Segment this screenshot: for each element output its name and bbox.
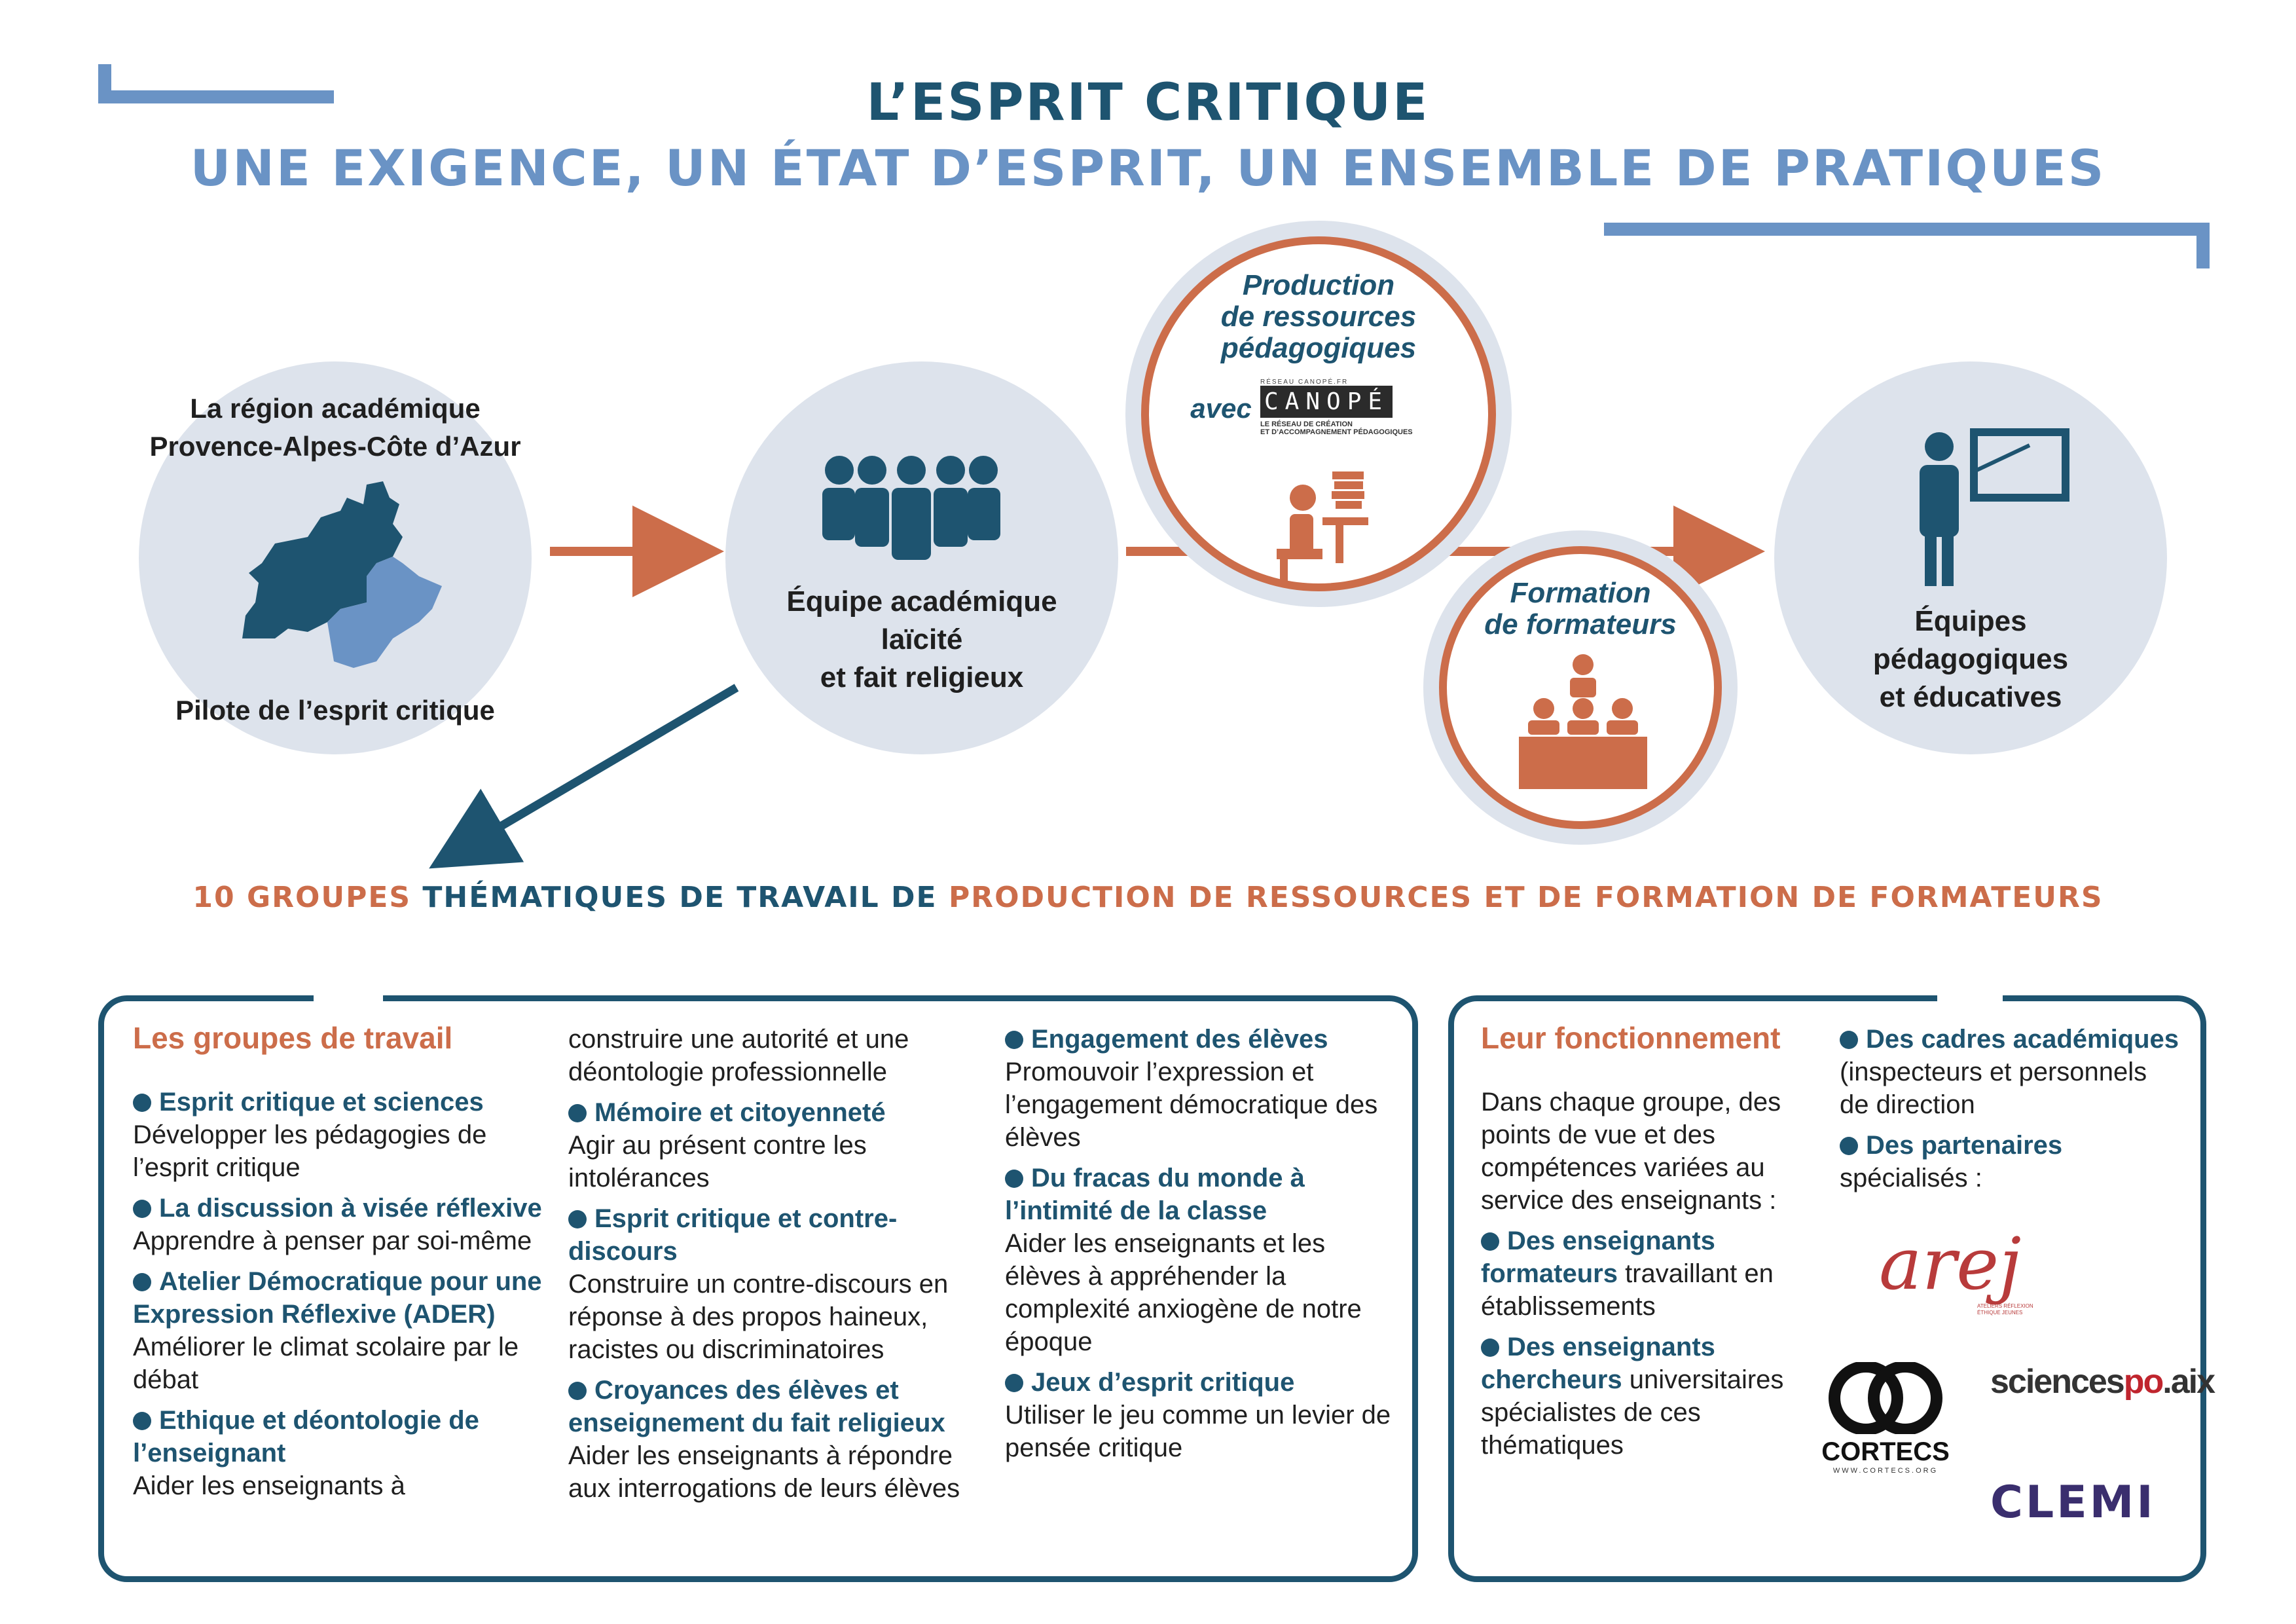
right-tail-cover — [1937, 995, 2003, 1003]
region-text: La région académique Provence-Alpes-Côte… — [149, 393, 521, 462]
bullet-icon — [1005, 1031, 1023, 1049]
list-item: Atelier Démocratique pour une Expression… — [133, 1265, 545, 1396]
bullet-icon — [568, 1382, 587, 1400]
item-title: Engagement des élèves — [1031, 1025, 1328, 1054]
bullet-icon — [133, 1273, 151, 1291]
item-description: Apprendre à penser par soi-même — [133, 1227, 532, 1255]
group-people-icon — [822, 456, 1000, 560]
sciencespo-logo: sciencespo.aix — [1990, 1363, 2215, 1401]
left-tail-cover — [314, 995, 383, 1003]
item-description: Améliorer le climat scolaire par le déba… — [133, 1333, 519, 1394]
item-title: Esprit critique et sciences — [159, 1088, 484, 1116]
right-bracket — [1604, 223, 2210, 268]
bullet-icon — [1481, 1338, 1499, 1357]
item-description: Agir au présent contre les intolérances — [568, 1131, 867, 1192]
fonctionnement-heading: Leur fonctionnement — [1481, 1021, 1781, 1055]
item-description: Développer les pédagogies de l’esprit cr… — [133, 1120, 487, 1182]
bullet-icon — [133, 1200, 151, 1218]
item-description: Construire un contre-discours en réponse… — [568, 1270, 949, 1364]
groups-col2: construire une autorité et une déontolog… — [568, 1023, 981, 1513]
teams-end-text: Équipes pédagogiques et éducatives — [1872, 605, 2069, 713]
bullet-icon — [1005, 1374, 1023, 1392]
bullet-icon — [1481, 1232, 1499, 1251]
person-at-desk-icon — [1277, 471, 1368, 583]
cortecs-logo: CORTECS WWW.CORTECS.ORG — [1820, 1361, 1951, 1486]
bullet-icon — [1005, 1170, 1023, 1188]
bullet-icon — [1840, 1031, 1858, 1049]
clemi-logo: CLEMI — [1990, 1477, 2156, 1528]
item-title: Mémoire et citoyenneté — [594, 1098, 886, 1127]
page-subtitle: Une exigence, un état d’esprit, un ensem… — [190, 139, 2106, 197]
item-title: Des cadres académiques — [1866, 1025, 2179, 1054]
groups-banner: 10 groupes thématiques de travail de pro… — [192, 881, 2104, 914]
avec-label: avec — [1190, 393, 1252, 424]
fonctionnement-intro: Dans chaque groupe, des points de vue et… — [1481, 1088, 1781, 1215]
item-title: Jeux d’esprit critique — [1031, 1368, 1295, 1397]
list-item: Des enseignants chercheurs universitaire… — [1481, 1331, 1808, 1462]
arrow-team-to-groups — [429, 684, 739, 869]
bullet-icon — [133, 1412, 151, 1430]
region-map-icon — [242, 481, 442, 668]
production-text: Production de ressources pédagogiques — [1220, 269, 1417, 364]
groups-col1: Les groupes de travail Esprit critique e… — [133, 1022, 545, 1510]
top-left-bracket — [98, 64, 334, 103]
item-title: La discussion à visée réflexive — [159, 1194, 542, 1223]
lecture-audience-icon — [1519, 654, 1647, 789]
list-item: Des enseignants formateurs travaillant e… — [1481, 1225, 1808, 1323]
fonctionnement-col2: Des cadres académiques (inspecteurs et p… — [1840, 1023, 2180, 1202]
region-caption: Pilote de l’esprit critique — [175, 695, 495, 726]
item-title: Du fracas du monde à l’intimité de la cl… — [1005, 1164, 1305, 1225]
list-item: Des cadres académiques (inspecteurs et p… — [1840, 1023, 2180, 1121]
item-title: Atelier Démocratique pour une Expression… — [133, 1267, 542, 1329]
list-item: Des partenaires spécialisés : — [1840, 1129, 2180, 1194]
bullet-icon — [568, 1210, 587, 1228]
item-title: Ethique et déontologie de l’enseignant — [133, 1406, 479, 1467]
item-description: Aider les enseignants à répondre aux int… — [568, 1441, 960, 1503]
page-title: L’esprit critique — [866, 73, 1430, 132]
bullet-icon — [133, 1094, 151, 1112]
item-description: Utiliser le jeu comme un levier de pensé… — [1005, 1401, 1391, 1462]
bullet-icon — [568, 1104, 587, 1122]
team-text: Équipe académique laïcité et fait religi… — [786, 585, 1057, 693]
item-description: travaillant en établissements — [1481, 1259, 1774, 1321]
groups-box — [98, 995, 1418, 1582]
groups-heading: Les groupes de travail — [133, 1021, 453, 1055]
fonctionnement-box — [1448, 995, 2206, 1582]
item-description: universitaires spécialistes de ces théma… — [1481, 1365, 1784, 1460]
col2-continuation: construire une autorité et une déontolog… — [568, 1025, 909, 1086]
item-description: Aider les enseignants à — [133, 1471, 405, 1500]
teacher-board-icon — [1920, 428, 2069, 586]
bullet-icon — [1840, 1137, 1858, 1155]
formation-text: Formation de formateurs — [1484, 577, 1677, 640]
cortecs-symbol-icon — [1829, 1361, 1942, 1435]
item-title: Des enseignants formateurs — [1481, 1227, 1715, 1288]
item-title: Croyances des élèves et enseignement du … — [568, 1376, 945, 1437]
item-description: Aider les enseignants et les élèves à ap… — [1005, 1229, 1362, 1356]
fonctionnement-col1: Leur fonctionnement Dans chaque groupe, … — [1481, 1022, 1808, 1469]
item-title: Des enseignants chercheurs — [1481, 1333, 1715, 1394]
list-item: Croyances des élèves et enseignement du … — [568, 1374, 981, 1505]
list-item: Du fracas du monde à l’intimité de la cl… — [1005, 1162, 1398, 1358]
item-title: Des partenaires — [1866, 1131, 2063, 1160]
item-description: Promouvoir l’expression et l’engagement … — [1005, 1058, 1378, 1152]
item-description: spécialisés : — [1840, 1164, 1982, 1192]
arej-logo: arej ATELIERS RÉFLEXION ÉTHIQUE JEUNES — [1879, 1222, 2033, 1316]
item-description: (inspecteurs et personnels de direction — [1840, 1058, 2147, 1119]
item-title: Esprit critique et contre-discours — [568, 1204, 898, 1266]
canope-logo: RÉSEAU CANOPÉ.FR CANOPÉ LE RÉSEAU DE CRÉ… — [1260, 378, 1413, 436]
